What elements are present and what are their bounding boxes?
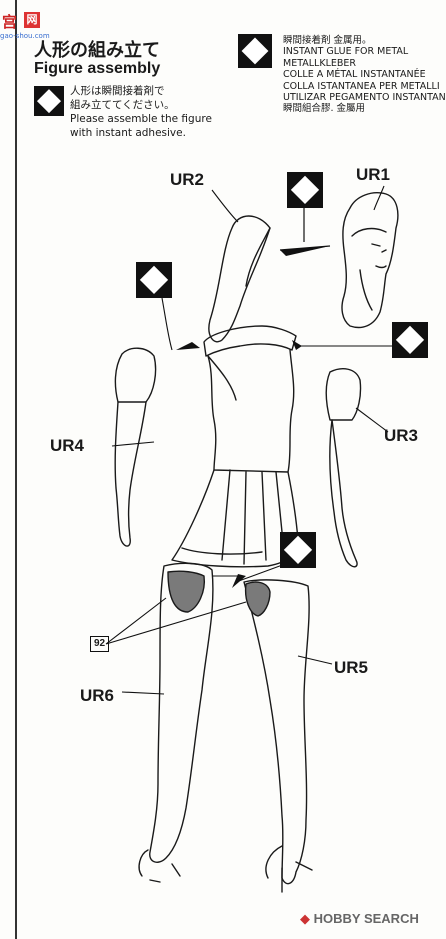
section-title-en: Figure assembly — [34, 60, 161, 77]
watermark-char: 宫 — [2, 14, 18, 31]
instruction-line: Please assemble the figure — [70, 113, 212, 125]
torso-part-drawing — [171, 325, 299, 568]
arrow-head — [232, 574, 246, 588]
page-margin-rule — [15, 0, 17, 939]
arrow-head — [176, 342, 200, 350]
hair-part-drawing — [208, 215, 271, 343]
instruction-line: with instant adhesive. — [70, 127, 186, 139]
head-part-drawing — [341, 192, 399, 329]
part-label-ur6: UR6 — [80, 686, 115, 705]
part-label-ur5: UR5 — [334, 658, 369, 677]
glue-line: UTILIZAR PEGAMENTO INSTANTANEO — [283, 92, 446, 104]
glue-diamond-icon — [136, 262, 172, 298]
glue-line: 瞬間接着剤 金属用。 — [283, 35, 372, 46]
logo-symbol: ◆ — [300, 911, 310, 926]
callout-number: 92 — [90, 636, 109, 652]
glue-line: INSTANT GLUE FOR METAL — [283, 46, 409, 58]
part-label-ur3: UR3 — [384, 426, 419, 445]
right-leg-part-drawing — [243, 579, 313, 893]
glue-line: COLLA ISTANTANEA PER METALLI — [283, 80, 440, 92]
right-arm-part-drawing — [325, 368, 362, 568]
arrow-head — [292, 340, 302, 350]
left-arm-part-drawing — [114, 347, 157, 547]
glue-diamond-icon — [392, 322, 428, 358]
part-label-ur2: UR2 — [170, 170, 205, 189]
logo-text: HOBBY SEARCH — [313, 911, 419, 926]
watermark-url: gao-shou.com — [0, 32, 50, 40]
glue-area-right — [244, 581, 271, 617]
part-label-ur1: UR1 — [356, 165, 391, 184]
glue-line: METALLKLEBER — [283, 57, 356, 69]
glue-diamond-icon — [34, 86, 64, 116]
watermark-box: 网 — [24, 12, 40, 28]
glue-line: COLLE A MÉTAL INSTANTANÉE — [283, 69, 426, 81]
left-leg-part-drawing — [138, 562, 214, 883]
hobby-search-logo: ◆ HOBBY SEARCH — [300, 911, 419, 927]
part-label-ur4: UR4 — [50, 436, 85, 455]
instruction-note: 人形は瞬間接着剤で 組み立ててください。 Please assemble the… — [70, 84, 212, 140]
instruction-line: 人形は瞬間接着剤で — [70, 85, 165, 97]
instruction-line: 組み立ててください。 — [70, 99, 175, 111]
glue-diamond-icon — [280, 532, 316, 568]
glue-legend: 瞬間接着剤 金属用。 INSTANT GLUE FOR METAL METALL… — [283, 35, 446, 115]
leader-lines — [105, 185, 394, 695]
glue-diamond-icon — [287, 172, 323, 208]
glue-area-left — [167, 570, 205, 613]
arrow-head — [280, 246, 330, 256]
section-title-ja: 人形の組み立て — [34, 40, 160, 61]
glue-diamond-icon — [238, 34, 272, 68]
glue-line: 瞬間組合膠. 金屬用 — [283, 103, 366, 115]
